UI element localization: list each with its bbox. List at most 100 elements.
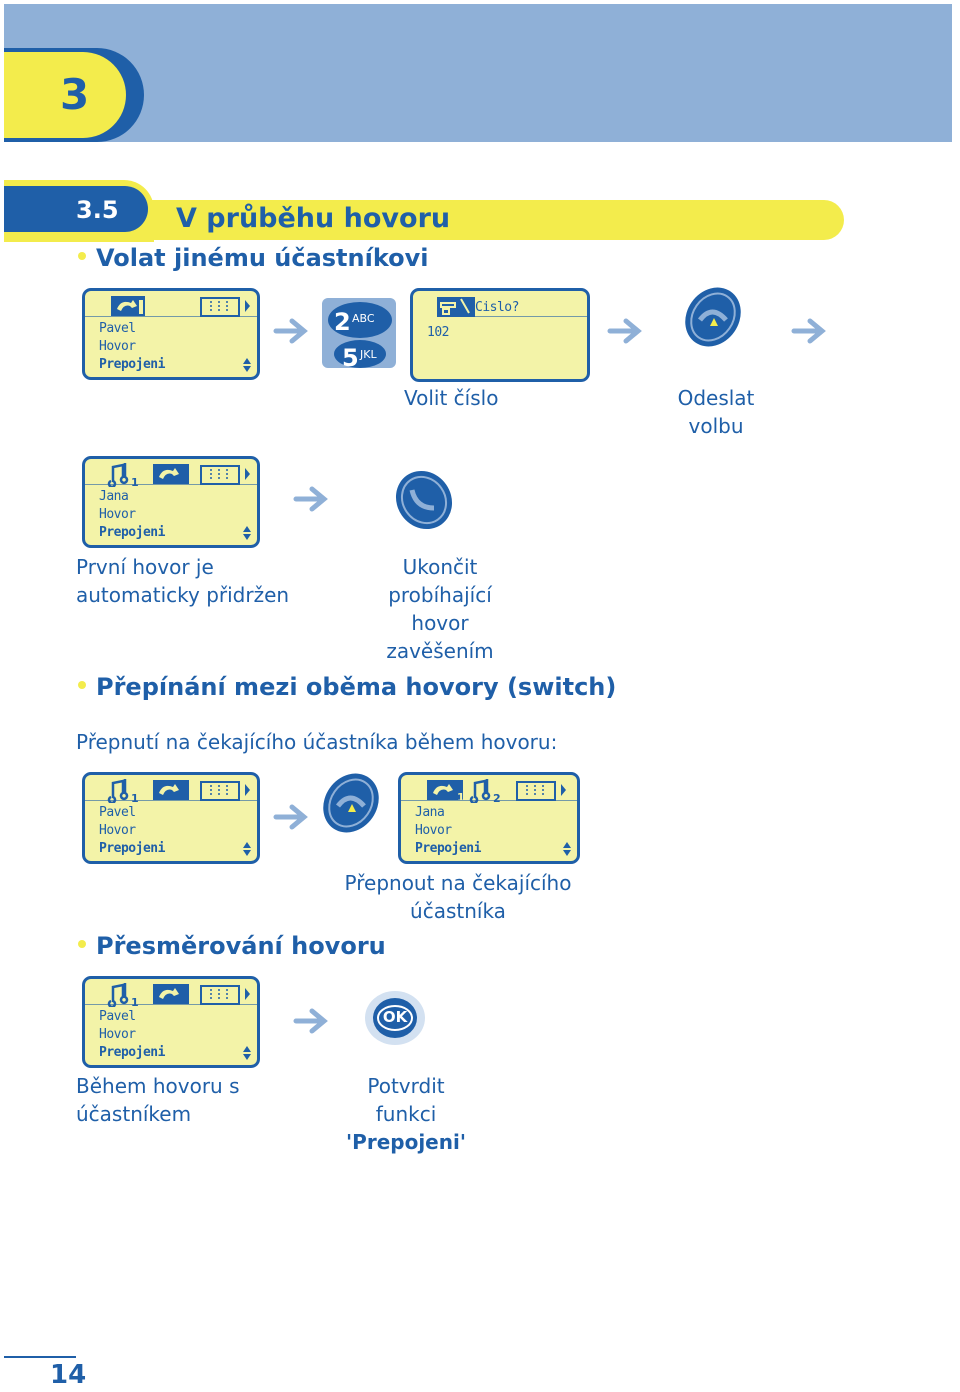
- arrow-right-icon: [273, 318, 308, 344]
- lcd-line-status: Hovor: [99, 823, 136, 838]
- lcd-line-name: Pavel: [99, 1009, 136, 1024]
- lcd-separator: [85, 1004, 257, 1005]
- keypad-key-5: 5: [342, 344, 359, 368]
- lcd-line-name: Jana: [415, 805, 445, 820]
- keypad-icon[interactable]: 2 ABC 5 JKL: [322, 298, 396, 368]
- lcd-line-menu: Prepojeni: [415, 841, 481, 856]
- hangup-button-icon[interactable]: [390, 468, 458, 532]
- lcd-line-menu: Prepojeni: [99, 525, 165, 540]
- lcd-separator: [85, 316, 257, 317]
- caption-during-line2: účastníkem: [76, 1102, 192, 1126]
- header-band: [4, 4, 952, 142]
- caption-during-call: Během hovoru s účastníkem: [76, 1072, 240, 1128]
- caption-switch: Přepnout na čekajícího účastníka: [338, 869, 578, 925]
- ok-button[interactable]: OK: [364, 990, 426, 1046]
- caption-end-line2: probíhající: [388, 583, 492, 607]
- lcd-line-status: Hovor: [99, 1027, 136, 1042]
- heading-call-other-text: Volat jinému účastníkovi: [96, 244, 429, 272]
- lcd-status-icons: [111, 296, 250, 317]
- lcd-line-name: Pavel: [99, 805, 136, 820]
- lcd-dial-icons: [437, 297, 475, 317]
- section-number: 3.5: [76, 196, 119, 224]
- offhook-button-icon[interactable]: [318, 770, 384, 836]
- lcd-line-name: Jana: [99, 489, 129, 504]
- keypad-key-5-letters: JKL: [359, 348, 377, 361]
- chapter-number: 3: [60, 70, 90, 119]
- lcd-line-status: Hovor: [99, 507, 136, 522]
- chapter-tab-fill: [4, 52, 126, 138]
- svg-text:1: 1: [131, 792, 139, 803]
- lcd-separator: [469, 316, 587, 317]
- lcd-separator: [85, 484, 257, 485]
- caption-switch-line2: účastníka: [410, 899, 506, 923]
- heading-transfer: Přesměrování hovoru: [78, 932, 386, 960]
- lcd-status-icons: 1: [107, 463, 250, 487]
- caption-send-line2: volbu: [688, 414, 744, 438]
- arrow-right-icon: [293, 1008, 328, 1034]
- heading-switch-text: Přepínání mezi oběma hovory (switch): [96, 673, 617, 701]
- scroll-arrows-icon: [243, 526, 251, 540]
- lcd-status-icons: 1 2: [427, 779, 566, 803]
- caption-end-line3: hovor: [411, 611, 469, 635]
- arrow-right-icon: [791, 318, 826, 344]
- caption-send-line1: Odeslat: [677, 386, 755, 410]
- lcd-status-icons: 1: [107, 779, 250, 803]
- caption-confirm-line2: funkci: [375, 1102, 437, 1126]
- lcd-line-status: Hovor: [99, 339, 136, 354]
- arrow-right-icon: [293, 486, 328, 512]
- ok-button-icon: [365, 991, 425, 1045]
- lcd-display-pavel: 1 Pavel Hovor Prepojeni: [82, 772, 260, 864]
- heading-switch: Přepínání mezi oběma hovory (switch): [78, 673, 616, 701]
- caption-send: Odeslat volbu: [666, 384, 766, 440]
- caption-confirm-line1: Potvrdit: [367, 1074, 445, 1098]
- bullet-icon: [78, 940, 86, 948]
- caption-dial: Volit číslo: [404, 386, 499, 410]
- footer-rule: [4, 1356, 76, 1358]
- lcd-display-jana: 1 2 Jana Hovor Prepojeni: [398, 772, 580, 864]
- lcd-display-number: Cislo? 102: [410, 288, 590, 382]
- lcd-line-menu: Prepojeni: [99, 1045, 165, 1060]
- lcd-display-pavel: Pavel Hovor Prepojeni: [82, 288, 260, 380]
- svg-text:2: 2: [493, 792, 501, 803]
- heading-call-other: Volat jinému účastníkovi: [78, 244, 429, 272]
- keypad-key-2: 2: [334, 308, 351, 336]
- lcd-line-status: Hovor: [415, 823, 452, 838]
- section-title-bar: [140, 200, 844, 240]
- keypad-key-2-letters: ABC: [352, 312, 375, 325]
- scroll-arrows-icon: [563, 842, 571, 856]
- arrow-right-icon: [607, 318, 642, 344]
- section-title: V průběhu hovoru: [176, 203, 451, 234]
- caption-confirm-line3: 'Prepojeni': [346, 1130, 466, 1154]
- bullet-icon: [78, 252, 86, 260]
- caption-confirm: Potvrdit funkci 'Prepojeni': [336, 1072, 476, 1156]
- svg-text:1: 1: [457, 791, 465, 803]
- scroll-arrows-icon: [243, 1046, 251, 1060]
- caption-hold-line2: automaticky přidržen: [76, 583, 290, 607]
- caption-end-line4: zavěšením: [386, 639, 494, 663]
- heading-transfer-text: Přesměrování hovoru: [96, 932, 386, 960]
- caption-switch-line1: Přepnout na čekajícího: [344, 871, 572, 895]
- lcd-separator: [401, 800, 577, 801]
- page-number: 14: [50, 1360, 87, 1390]
- svg-text:1: 1: [131, 996, 139, 1007]
- lcd-display-pavel: 1 Pavel Hovor Prepojeni: [82, 976, 260, 1068]
- caption-hold: První hovor je automaticky přidržen: [76, 553, 289, 609]
- svg-text:1: 1: [131, 476, 139, 487]
- bullet-icon: [78, 681, 86, 689]
- offhook-button-icon[interactable]: [680, 284, 746, 350]
- lcd-separator: [85, 800, 257, 801]
- arrow-right-icon: [273, 804, 308, 830]
- scroll-arrows-icon: [243, 842, 251, 856]
- lcd-prompt: Cislo?: [475, 300, 519, 315]
- caption-end-call: Ukončit probíhající hovor zavěšením: [370, 553, 510, 665]
- lcd-display-jana: 1 Jana Hovor Prepojeni: [82, 456, 260, 548]
- lcd-line-name: Pavel: [99, 321, 136, 336]
- caption-hold-line1: První hovor je: [76, 555, 214, 579]
- lcd-number-value: 102: [427, 325, 449, 340]
- scroll-arrows-icon: [243, 358, 251, 372]
- section-tab: [4, 186, 148, 232]
- caption-end-line1: Ukončit: [402, 555, 478, 579]
- switch-intro: Přepnutí na čekajícího účastníka během h…: [76, 730, 558, 754]
- lcd-line-menu: Prepojeni: [99, 357, 165, 372]
- caption-during-line1: Během hovoru s: [76, 1074, 240, 1098]
